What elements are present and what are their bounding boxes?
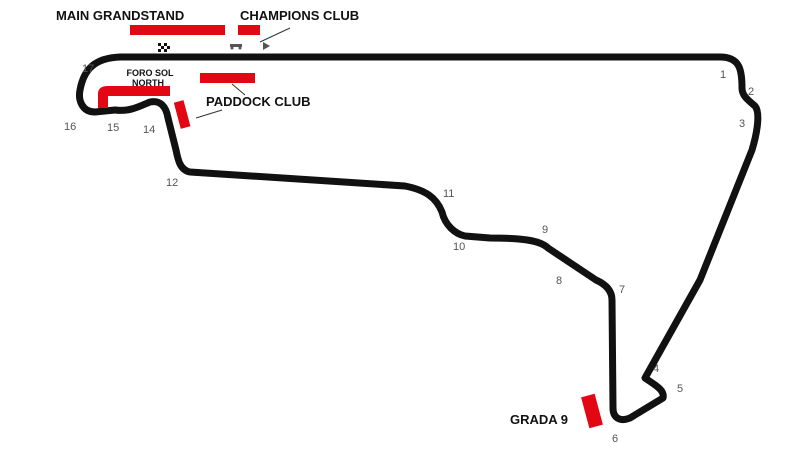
paddock-club-label: PADDOCK CLUB: [206, 94, 310, 109]
turn-9: 9: [542, 224, 548, 236]
turn-1: 1: [720, 69, 726, 81]
foro-sol-north-label-line2: NORTH: [132, 78, 164, 88]
car-arrow-icon: [230, 42, 270, 50]
turn-2: 2: [748, 86, 754, 98]
turn-16: 16: [64, 121, 76, 133]
turn-12: 12: [166, 177, 178, 189]
grada-9-block: [581, 393, 603, 429]
paddock-club-block: [173, 100, 191, 129]
foro-sol-north-stand: [98, 86, 170, 108]
turn-14: 14: [143, 124, 155, 136]
turn-10: 10: [453, 241, 465, 253]
grada-9-label: GRADA 9: [510, 412, 568, 427]
champions-club-leader: [259, 27, 291, 43]
turn-8: 8: [556, 275, 562, 287]
checkered-flag-icon: [158, 43, 170, 52]
race-track: [76, 53, 762, 424]
champions-club-block: [238, 25, 260, 35]
foro-sol-north-leader: [231, 83, 246, 96]
turn-6: 6: [612, 433, 618, 445]
turn-15: 15: [107, 122, 119, 134]
foro-sol-north-block: [200, 73, 255, 83]
paddock-club-leader: [195, 109, 223, 119]
turn-3: 3: [739, 118, 745, 130]
turn-11: 11: [443, 188, 454, 200]
turn-17: 17: [82, 63, 94, 75]
turn-4: 4: [653, 363, 659, 375]
foro-sol-north-label-line1: FORO SOL: [127, 68, 175, 78]
turn-7: 7: [619, 284, 625, 296]
main-grandstand-block: [130, 25, 225, 35]
turn-5: 5: [677, 383, 683, 395]
champions-club-label: CHAMPIONS CLUB: [240, 8, 359, 23]
main-grandstand-label: MAIN GRANDSTAND: [56, 8, 184, 23]
